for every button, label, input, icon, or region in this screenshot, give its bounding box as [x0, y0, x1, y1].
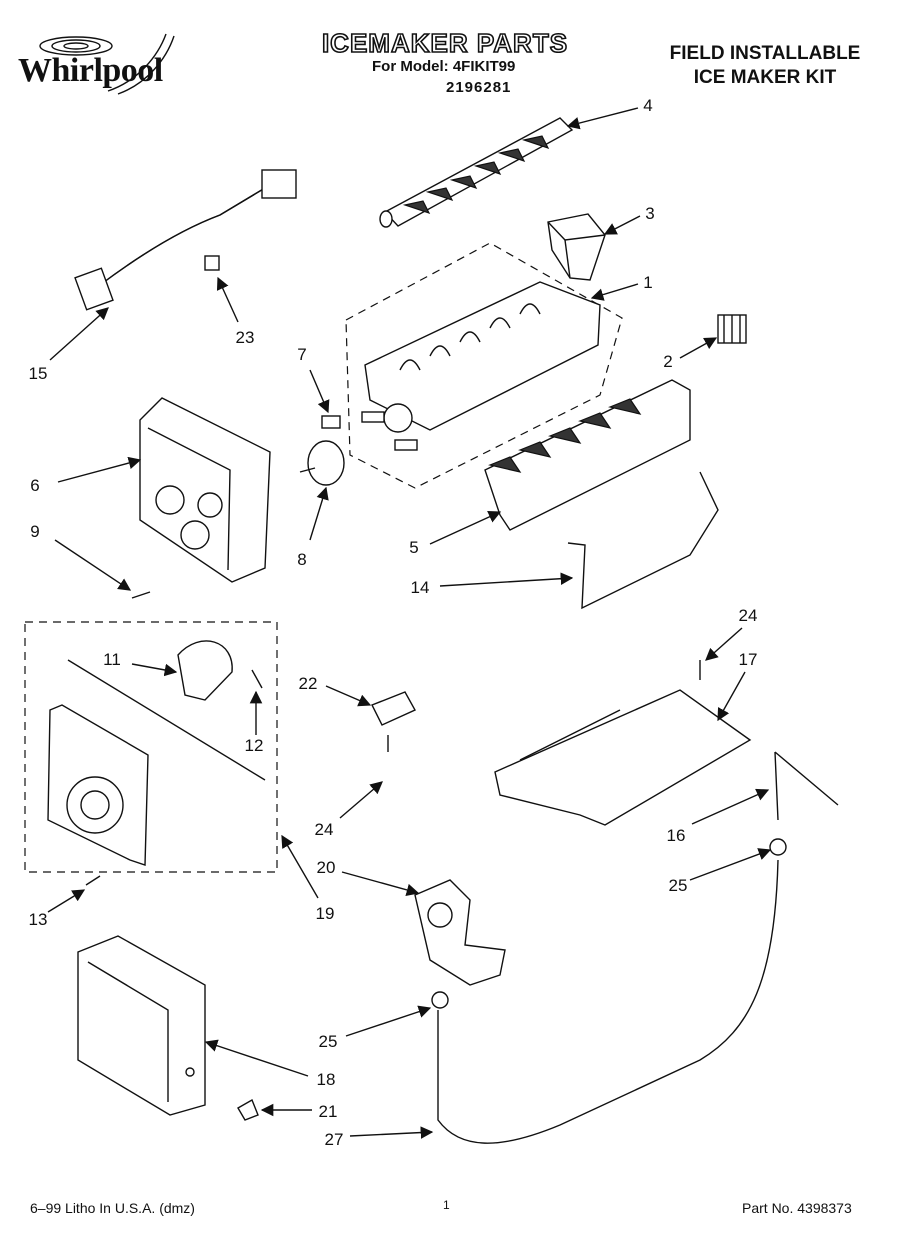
plug-21-part	[237, 1098, 259, 1121]
footer-page-number: 1	[443, 1198, 450, 1212]
callout-18: 18	[316, 1070, 336, 1089]
callout-13: 13	[28, 910, 48, 929]
callout-23: 23	[235, 328, 255, 347]
callout-2: 2	[663, 352, 673, 371]
thermostat-clip-part	[321, 415, 341, 429]
nut-25-right-part	[769, 838, 787, 856]
water-valve-part	[414, 879, 506, 986]
model-line: For Model: 4FIKIT99	[372, 58, 516, 75]
callout-7: 7	[297, 345, 307, 364]
page-title: ICEMAKER PARTS	[321, 27, 569, 59]
wire-harness-part	[74, 169, 297, 311]
mounting-plate-part	[494, 689, 752, 826]
fill-cup-part	[547, 213, 606, 281]
doc-number: 2196281	[446, 79, 512, 96]
callout-leaders	[47, 107, 772, 1139]
kit-title-line1: FIELD INSTALLABLE	[669, 43, 861, 64]
callout-25-right: 25	[668, 876, 688, 895]
callout-3: 3	[645, 204, 655, 223]
callout-21: 21	[318, 1102, 338, 1121]
callout-15: 15	[28, 364, 48, 383]
nut-25-left-part	[431, 991, 449, 1009]
callout-6: 6	[30, 476, 40, 495]
callout-20: 20	[316, 858, 336, 877]
fill-tube-part	[774, 751, 839, 821]
water-tubing-part	[437, 859, 779, 1144]
plug-part	[299, 440, 345, 486]
callout-19: 19	[315, 904, 335, 923]
callout-8: 8	[297, 550, 307, 569]
callout-11: 11	[103, 650, 121, 669]
whirlpool-logo: Whirlpool	[18, 26, 188, 96]
callout-12: 12	[244, 736, 264, 755]
callout-25-left: 25	[318, 1032, 338, 1051]
harness-clip-part	[204, 255, 220, 271]
callout-4: 4	[643, 96, 653, 115]
callout-24-left: 24	[314, 820, 334, 839]
callout-27: 27	[324, 1130, 344, 1149]
motor-module-group	[24, 621, 278, 873]
callout-16: 16	[666, 826, 686, 845]
clip-part	[717, 314, 747, 344]
callout-22: 22	[298, 674, 318, 693]
shutoff-arm-part	[567, 471, 719, 610]
bracket-part	[371, 691, 416, 726]
brand-name: Whirlpool	[18, 52, 163, 89]
screw-12-part	[251, 669, 263, 689]
callout-5: 5	[409, 538, 419, 557]
screw-9-part	[131, 591, 151, 599]
kit-title: FIELD INSTALLABLE ICE MAKER KIT	[660, 42, 870, 90]
stripper-part	[484, 379, 691, 531]
kit-title-line2: ICE MAKER KIT	[693, 67, 837, 88]
footer-part-number: Part No. 4398373	[742, 1200, 852, 1216]
callout-9: 9	[30, 522, 40, 541]
housing-part	[139, 397, 271, 583]
logo-swirl-icon	[39, 33, 175, 95]
ejector-part	[379, 117, 574, 228]
mold-part	[345, 242, 623, 489]
callout-1: 1	[643, 273, 653, 292]
callout-24-right: 24	[738, 606, 758, 625]
callout-17: 17	[738, 650, 758, 669]
cover-part	[77, 935, 206, 1116]
screw-13-part	[85, 875, 101, 886]
footer-litho: 6–99 Litho In U.S.A. (dmz)	[30, 1200, 195, 1216]
callout-14: 14	[410, 578, 430, 597]
